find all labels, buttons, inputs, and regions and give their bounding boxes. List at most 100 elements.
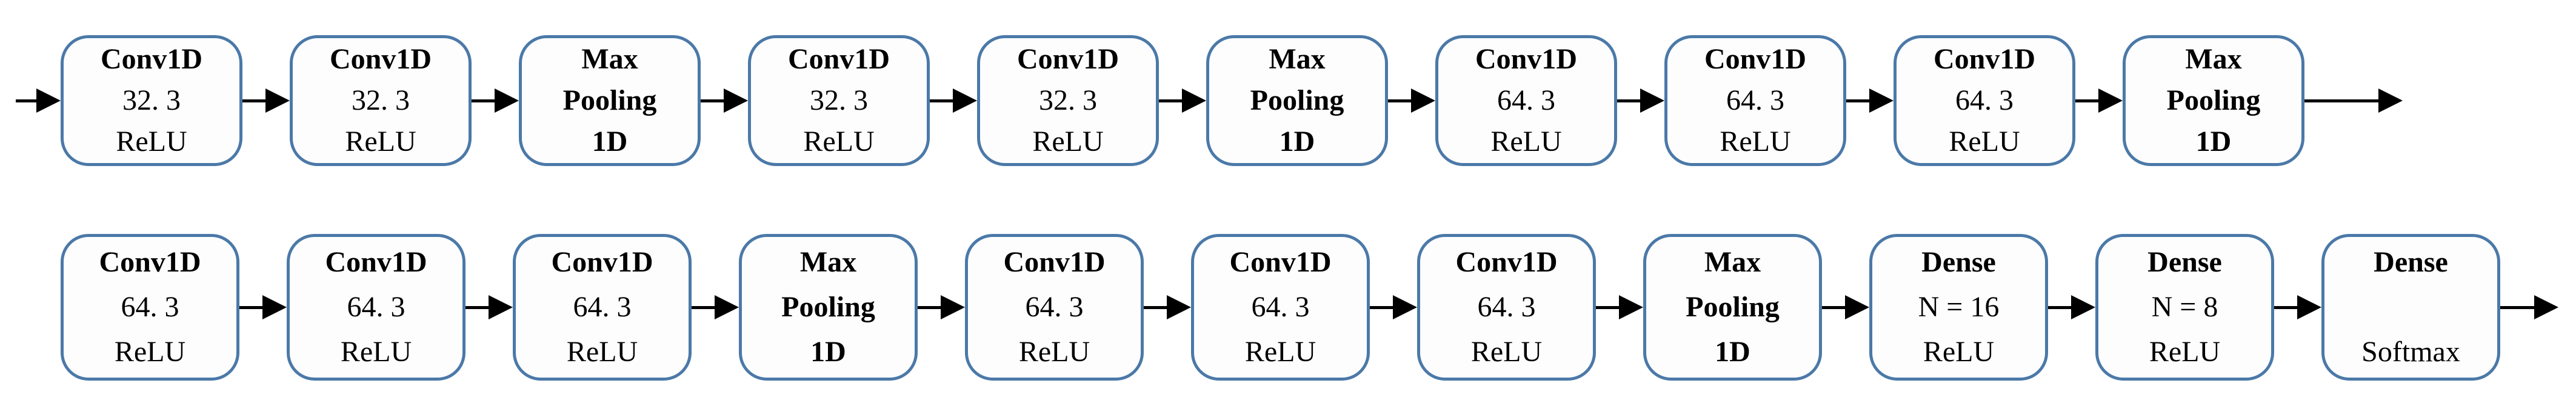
- flow-arrow: [1596, 295, 1643, 319]
- layer-params-label: N = 8: [2151, 291, 2218, 323]
- arrowhead-icon: [1869, 88, 1894, 113]
- arrow-line: [1159, 99, 1182, 102]
- layer-params-label: N = 16: [1918, 291, 2000, 323]
- arrow-line: [1370, 305, 1393, 309]
- layer-name-label: Conv1D: [1704, 43, 1807, 75]
- layer-box-conv1d: Conv1D 64. 3 ReLU: [965, 234, 1144, 381]
- layer-params-label: 64. 3: [121, 291, 179, 323]
- layer-name-label: Conv1D: [100, 43, 203, 75]
- arrowhead-icon: [2071, 295, 2095, 319]
- layer-name-label: Max: [799, 246, 857, 278]
- layer-activation-label: ReLU: [1244, 336, 1316, 368]
- layer-name-label: 1D: [592, 125, 628, 158]
- layer-name-label: Max: [581, 43, 638, 75]
- layer-name-label: Conv1D: [99, 246, 201, 278]
- layer-activation-label: ReLU: [1490, 125, 1562, 158]
- arrow-line: [701, 99, 724, 102]
- arrow-line: [2048, 305, 2071, 309]
- layer-box-max-pooling: Max Pooling 1D: [1643, 234, 1822, 381]
- layer-activation-label: ReLU: [1949, 125, 2020, 158]
- arrow-line: [1596, 305, 1619, 309]
- flow-arrow: [1144, 295, 1191, 319]
- arrow-line: [1388, 99, 1411, 102]
- layer-activation-label: ReLU: [1923, 336, 1995, 368]
- layer-name-label: Dense: [2374, 246, 2448, 278]
- layer-box-dense: Dense Softmax: [2321, 234, 2500, 381]
- flow-arrow: [242, 88, 290, 113]
- layer-box-conv1d: Conv1D 64. 3 ReLU: [1417, 234, 1596, 381]
- layer-name-label: Pooling: [562, 84, 657, 116]
- layer-box-max-pooling: Max Pooling 1D: [519, 35, 701, 166]
- layer-name-label: Max: [2185, 43, 2242, 75]
- layer-params-label: 32. 3: [810, 84, 868, 116]
- layer-box-conv1d: Conv1D 64. 3 ReLU: [1894, 35, 2075, 166]
- layer-name-label: Conv1D: [1003, 246, 1106, 278]
- layer-box-dense: Dense N = 8 ReLU: [2095, 234, 2274, 381]
- flow-arrow: [239, 295, 287, 319]
- arrow-line: [1822, 305, 1845, 309]
- flow-arrow: [1617, 88, 1664, 113]
- layer-name-label: 1D: [1279, 125, 1315, 158]
- arrow-line: [930, 99, 953, 102]
- layer-name-label: Conv1D: [1475, 43, 1578, 75]
- arrow-line: [239, 305, 262, 309]
- arrowhead-icon: [1845, 295, 1869, 319]
- arrowhead-icon: [1393, 295, 1417, 319]
- arrowhead-icon: [1619, 295, 1643, 319]
- arrowhead-icon: [489, 295, 513, 319]
- layer-activation-label: ReLU: [345, 125, 416, 158]
- arrow-line: [692, 305, 715, 309]
- layer-box-conv1d: Conv1D 64. 3 ReLU: [1435, 35, 1617, 166]
- layer-params-label: 64. 3: [1726, 84, 1784, 116]
- layer-activation-label: ReLU: [1720, 125, 1791, 158]
- layer-name-label: Pooling: [1250, 84, 1344, 116]
- arrowhead-icon: [1411, 88, 1435, 113]
- arrow-line: [2274, 305, 2297, 309]
- arrowhead-icon: [2534, 295, 2558, 319]
- flow-arrow: [1822, 295, 1869, 319]
- layer-box-conv1d: Conv1D 64. 3 ReLU: [287, 234, 465, 381]
- layer-params-label: 64. 3: [1955, 84, 2014, 116]
- layer-params-label: 64. 3: [1251, 291, 1310, 323]
- flow-arrow: [918, 295, 965, 319]
- layer-activation-label: ReLU: [1018, 336, 1090, 368]
- layer-name-label: Conv1D: [1933, 43, 2036, 75]
- layer-activation-label: ReLU: [114, 336, 186, 368]
- layer-name-label: 1D: [1715, 336, 1750, 368]
- layer-box-conv1d: Conv1D 32. 3 ReLU: [977, 35, 1159, 166]
- layer-name-label: Conv1D: [551, 246, 653, 278]
- layer-box-conv1d: Conv1D 64. 3 ReLU: [513, 234, 692, 381]
- flow-arrow: [1159, 88, 1206, 113]
- flow-arrow: [2075, 88, 2123, 113]
- layer-activation-label: ReLU: [803, 125, 875, 158]
- input-arrow: [16, 88, 61, 113]
- arrow-line: [2500, 305, 2534, 309]
- flow-arrow: [1370, 295, 1417, 319]
- arrowhead-icon: [495, 88, 519, 113]
- layer-name-label: Max: [1269, 43, 1326, 75]
- arrowhead-icon: [1640, 88, 1664, 113]
- layer-name-label: Conv1D: [787, 43, 890, 75]
- arrowhead-icon: [36, 88, 61, 113]
- arrow-line: [242, 99, 265, 102]
- arrow-line: [2304, 99, 2378, 102]
- layer-name-label: Pooling: [2166, 84, 2261, 116]
- layer-activation-label: Softmax: [2361, 336, 2460, 368]
- layer-name-label: 1D: [810, 336, 846, 368]
- flow-arrow: [1388, 88, 1435, 113]
- layer-box-conv1d: Conv1D 64. 3 ReLU: [1664, 35, 1846, 166]
- arrowhead-icon: [2098, 88, 2123, 113]
- row2-output-arrow: [2500, 295, 2558, 319]
- layer-name-label: Conv1D: [1016, 43, 1119, 75]
- layer-activation-label: ReLU: [1470, 336, 1543, 368]
- layer-activation-label: ReLU: [1032, 125, 1104, 158]
- layer-params-label: 32. 3: [1039, 84, 1097, 116]
- layer-name-label: Conv1D: [329, 43, 432, 75]
- flow-arrow: [472, 88, 519, 113]
- arrowhead-icon: [2297, 295, 2321, 319]
- arrow-line: [1846, 99, 1869, 102]
- row1-output-arrow: [2304, 88, 2403, 113]
- arrow-line: [1144, 305, 1167, 309]
- layer-params-label: 32. 3: [352, 84, 410, 116]
